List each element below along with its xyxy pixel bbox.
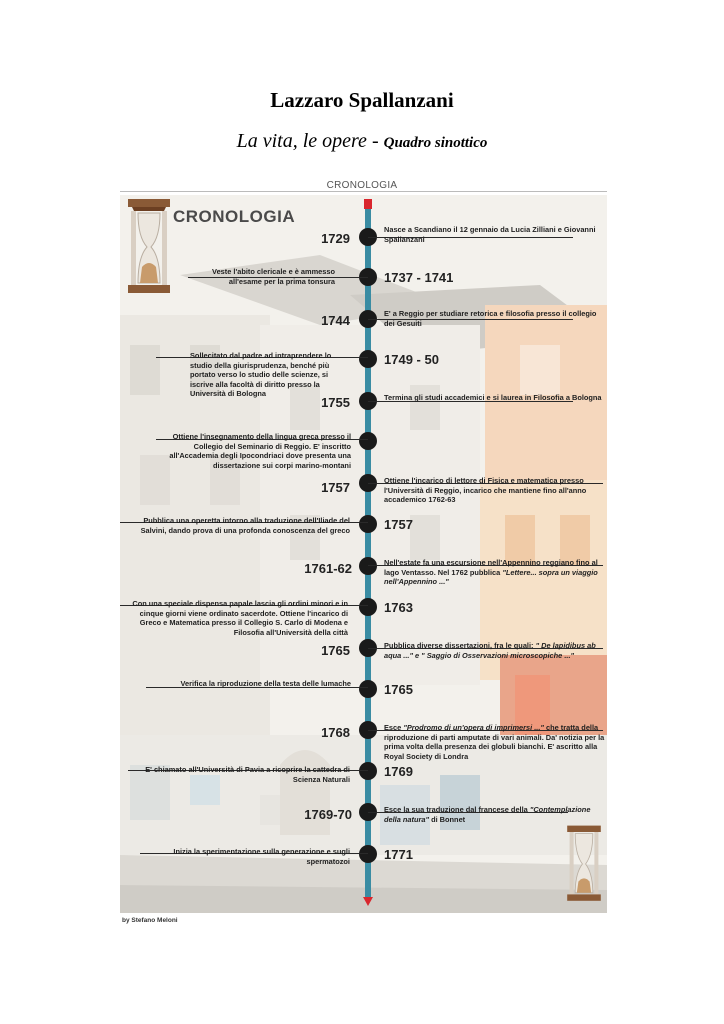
document-title: Lazzaro Spallanzani — [270, 88, 454, 112]
timeline-axis — [365, 201, 371, 899]
event-text-main: che tratta della riproduzione di parti a… — [384, 723, 605, 761]
year-label: 1749 - 50 — [384, 352, 439, 367]
event-text: Verifica la riproduzione della testa del… — [180, 679, 351, 688]
event-text: Nell'estate fa una escursione nell'Appen… — [384, 558, 604, 587]
connector-line — [368, 565, 603, 567]
event-text: Esce "Prodromo di un'opera di imprimersi… — [384, 723, 606, 761]
year-label: 1755 — [321, 395, 350, 410]
connector-line — [368, 812, 568, 814]
connector-line — [368, 730, 603, 732]
year-label: 1761-62 — [304, 561, 352, 576]
connector-line — [120, 522, 368, 524]
connector-line — [146, 687, 368, 689]
timeline-dot — [359, 268, 377, 286]
year-label: 1729 — [321, 231, 350, 246]
connector-line — [368, 401, 573, 403]
year-label: 1737 - 1741 — [384, 270, 454, 285]
subtitle-small: Quadro sinottico — [383, 135, 488, 151]
timeline-dot — [359, 515, 377, 533]
page-heading: CRONOLOGIA — [326, 180, 398, 191]
connector-line — [128, 770, 368, 772]
heading-rule — [120, 191, 607, 192]
event-text-italic: "Contemplazione della natura" — [384, 805, 591, 824]
event-text-main: di Bonnet — [431, 814, 466, 824]
connector-line — [188, 277, 368, 279]
timeline-dot — [359, 432, 377, 450]
connector-line — [156, 357, 368, 359]
event-text-italic: "Lettere... sopra un viaggio nell'Appenn… — [384, 567, 598, 587]
event-text: Esce la sua traduzione dal francese dell… — [384, 805, 606, 824]
event-text: Con una speciale dispensa papale lascia … — [132, 599, 348, 637]
event-text-main: Pubblica diverse dissertazioni, fra le q… — [384, 641, 534, 650]
document-subtitle: La vita, le opere - Quadro sinottico — [0, 130, 724, 153]
event-text-italic: " De lapidibus ab aqua ..." e " Saggio d… — [384, 641, 596, 660]
connector-line — [368, 483, 603, 485]
subtitle-dash: - — [366, 130, 384, 152]
event-text: Termina gli studi accademici e si laurea… — [384, 393, 602, 402]
year-label: 1757 — [321, 480, 350, 495]
timeline-axis-tip — [364, 199, 372, 209]
connector-line — [368, 319, 573, 321]
event-text: E' a Reggio per studiare retorica e filo… — [384, 309, 597, 328]
year-label: 1765 — [384, 682, 413, 697]
year-label: 1768 — [321, 725, 350, 740]
hourglass-icon — [128, 199, 170, 293]
poster-title: CRONOLOGIA — [173, 207, 296, 226]
event-text: Ottiene l'incarico di lettore di Fisica … — [384, 476, 587, 505]
connector-line — [140, 853, 368, 855]
year-label: 1765 — [321, 643, 350, 658]
year-label: 1771 — [384, 847, 413, 862]
event-text-main: Nell'estate fa una escursione nell'Appen… — [384, 558, 598, 577]
timeline-dot — [359, 598, 377, 616]
timeline-dot — [359, 762, 377, 780]
event-text-pre: Esce la sua traduzione dal francese dell… — [384, 805, 528, 814]
event-text: Nasce a Scandiano il 12 gennaio da Lucia… — [384, 225, 596, 244]
year-label: 1769 — [384, 764, 413, 779]
event-text: Inizia la sperimentazione sulla generazi… — [173, 847, 350, 866]
year-label: 1757 — [384, 517, 413, 532]
connector-line — [368, 237, 573, 239]
year-label: 1763 — [384, 600, 413, 615]
author-credit: by Stefano Meloni — [122, 917, 178, 924]
year-label: 1744 — [321, 313, 350, 328]
event-text: E' chiamato all'Università di Pavia a ri… — [145, 765, 350, 784]
event-text: Pubblica una operetta intorno alla tradu… — [140, 516, 350, 535]
hourglass-icon — [567, 825, 601, 901]
timeline-dot — [359, 680, 377, 698]
connector-line — [120, 605, 368, 607]
event-text-italic: "Prodromo di un'opera di imprimersi ..." — [403, 723, 544, 732]
event-text-pre: Esce — [384, 723, 402, 732]
connector-line — [156, 439, 368, 441]
timeline-arrow — [363, 897, 373, 906]
timeline-poster: CRONOLOGIA 1729 Nasce a Scandiano il 12 … — [120, 195, 607, 913]
timeline-dot — [359, 845, 377, 863]
subtitle-main: La vita, le opere — [236, 130, 367, 152]
event-text: Pubblica diverse dissertazioni, fra le q… — [384, 641, 606, 660]
connector-line — [368, 648, 603, 650]
event-text: Ottiene l'insegnamento della lingua grec… — [169, 432, 351, 470]
event-text: Veste l'abito clericale e è ammesso all'… — [212, 267, 335, 286]
year-label: 1769-70 — [304, 807, 352, 822]
timeline-dot — [359, 350, 377, 368]
event-text: Sollecitato dal padre ad intraprendere l… — [190, 351, 332, 399]
